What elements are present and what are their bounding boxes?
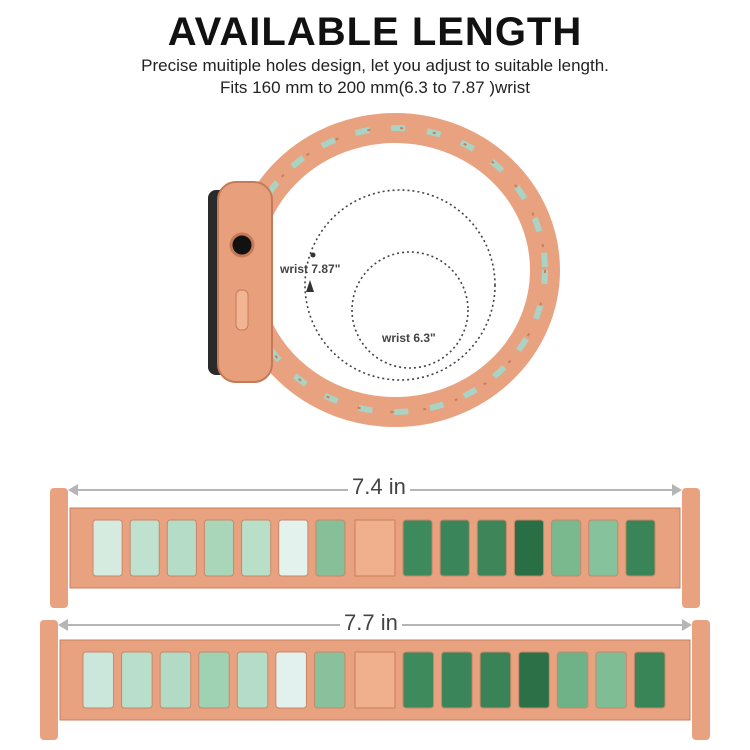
jade-stone (633, 651, 666, 709)
band-clasp (354, 519, 396, 577)
wrist-outer-label: wrist 7.87" (280, 262, 341, 276)
arrow-right-icon (672, 484, 682, 496)
jade-stone (82, 651, 115, 709)
jade-stone (551, 519, 582, 577)
band-connector-right (682, 488, 700, 608)
jade-stone (315, 519, 346, 577)
jade-stone (556, 651, 589, 709)
jade-stone (198, 651, 230, 709)
watch-case (208, 181, 273, 383)
jade-stone (236, 651, 269, 709)
band-connector-left (50, 488, 68, 608)
arrow-right-icon (682, 619, 692, 631)
digital-crown-icon (229, 232, 255, 258)
outer-wrist-circle (304, 189, 496, 381)
band-connector-left (40, 620, 58, 740)
jade-stone (402, 651, 435, 709)
jade-stone (203, 519, 235, 577)
band-clasp (354, 651, 396, 709)
subtitle-line-1: Precise muitiple holes design, let you a… (141, 56, 609, 75)
band-connector-right (692, 620, 710, 740)
jade-stone (159, 651, 192, 709)
jade-stone (121, 651, 153, 709)
arrow-head-icon (306, 280, 314, 292)
jade-stone (92, 519, 123, 577)
jade-stone (518, 651, 550, 709)
subtitle-line-2: Fits 160 mm to 200 mm(6.3 to 7.87 )wrist (220, 78, 530, 97)
jade-stone (313, 651, 346, 709)
band-length-label-2: 7.7 in (340, 610, 402, 636)
jade-stone (625, 519, 656, 577)
jade-stone (278, 519, 309, 577)
arrow-left-icon (58, 619, 68, 631)
jade-stone (595, 651, 627, 709)
page-title: AVAILABLE LENGTH (167, 10, 583, 54)
inner-wrist-circle (351, 251, 469, 369)
jade-stone (241, 519, 272, 577)
jade-stone (479, 651, 512, 709)
arrow-left-icon (68, 484, 78, 496)
jade-stone (439, 519, 470, 577)
jade-stone (402, 519, 433, 577)
jade-stone (441, 651, 473, 709)
wrist-inner-label: wrist 6.3" (382, 331, 436, 345)
jade-stone (588, 519, 619, 577)
jade-stone (129, 519, 160, 577)
jade-stone (275, 651, 307, 709)
jade-stone (166, 519, 197, 577)
jade-stone (513, 519, 545, 577)
jade-stone (476, 519, 507, 577)
band-length-label-1: 7.4 in (348, 474, 410, 500)
